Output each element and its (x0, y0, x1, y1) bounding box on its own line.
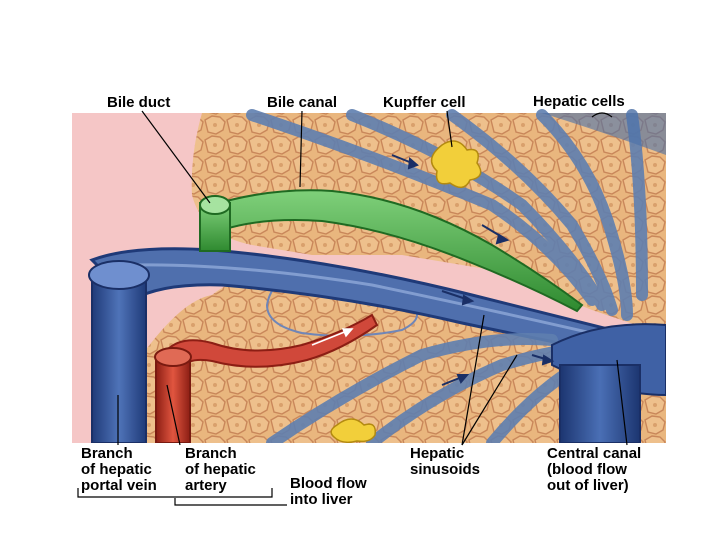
label-bile-duct: Bile duct (107, 94, 171, 111)
leader-lines (77, 110, 628, 506)
liver-lobule-illustration: Bile duct Bile canal Kupffer cell Hepati… (72, 93, 666, 510)
kupffer-cell-lower (330, 418, 377, 444)
label-central-canal: Central canal (blood flow out of liver) (547, 445, 642, 494)
bile-canal (210, 189, 584, 313)
kupffer-cell-upper (430, 140, 482, 189)
flow-arrows (391, 154, 555, 386)
liver-diagram-svg (72, 95, 666, 510)
label-blood-flow-in: Blood flow into liver (290, 475, 367, 508)
upper-right-sinusoid (542, 113, 666, 155)
portal-vein-vertical (91, 272, 147, 444)
portal-vein-opening (88, 260, 150, 290)
label-hepatic-artery: Branch of hepatic artery (185, 445, 256, 494)
bottom-label-band (72, 443, 666, 510)
label-kupffer-cell: Kupffer cell (383, 94, 466, 111)
top-label-band (72, 95, 666, 113)
label-hepatic-cells: Hepatic cells (533, 93, 625, 110)
artery-flow-arrow (311, 328, 354, 346)
label-portal-vein: Branch of hepatic portal vein (81, 445, 157, 494)
hepatic-artery-branch (165, 313, 379, 369)
hepatic-artery-vertical (155, 356, 191, 444)
label-bile-canal: Bile canal (267, 94, 338, 111)
label-hepatic-sinusoids: Hepatic sinusoids (410, 445, 481, 478)
central-canal (559, 364, 641, 444)
